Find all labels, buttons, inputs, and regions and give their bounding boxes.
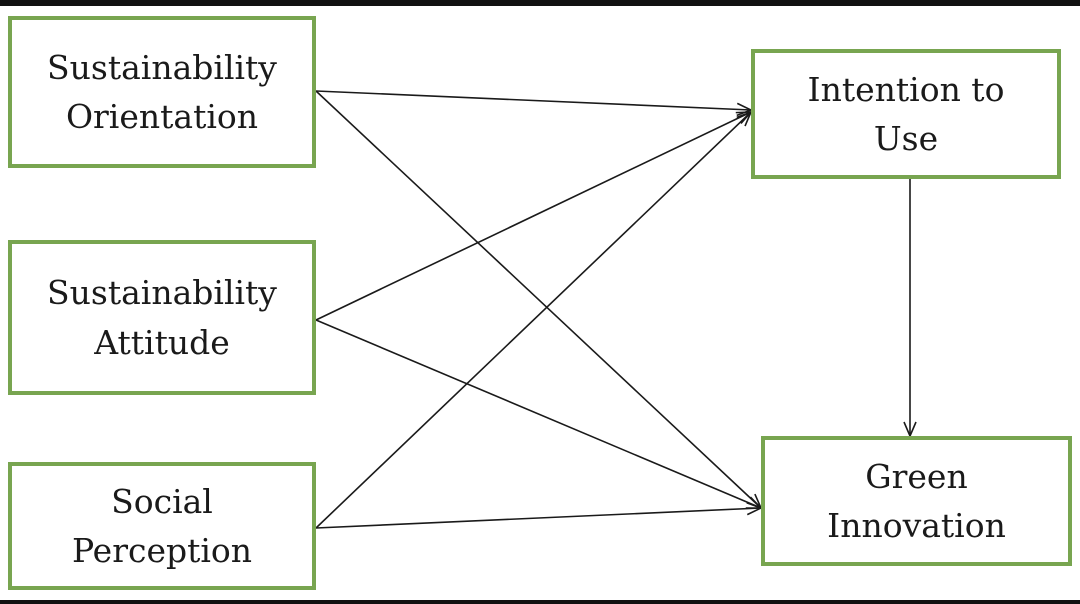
node-sustainability-attitude: Sustainability Attitude	[8, 240, 316, 395]
node-label-line: Innovation	[827, 506, 1006, 545]
node-label-line: Use	[873, 119, 939, 158]
arrow-sa-to-iu	[315, 112, 751, 321]
node-label-line: Orientation	[65, 97, 259, 136]
arrow-so-to-iu	[315, 90, 751, 110]
node-label-line: Sustainability	[47, 273, 277, 312]
node-green-innovation: Green Innovation	[761, 436, 1072, 566]
node-label-line: Sustainability	[47, 47, 277, 87]
node-label-line: Attitude	[94, 322, 230, 362]
node-label-line: Social	[111, 481, 213, 521]
arrow-so-to-gi	[315, 90, 761, 508]
arrow-sa-to-gi	[315, 319, 761, 508]
frame-bottom-border	[0, 600, 1080, 604]
arrow-sp-to-iu	[315, 112, 751, 529]
node-intention-to-use: Intention to Use	[751, 49, 1061, 179]
frame-top-border	[0, 0, 1080, 6]
node-label-line: Intention to	[807, 69, 1005, 109]
node-social-perception: Social Perception	[8, 462, 316, 590]
arrow-sp-to-gi	[315, 508, 761, 529]
node-label-line: Perception	[71, 531, 253, 570]
node-label-line: Green	[865, 456, 968, 496]
node-sustainability-orientation: Sustainability Orientation	[8, 16, 316, 168]
